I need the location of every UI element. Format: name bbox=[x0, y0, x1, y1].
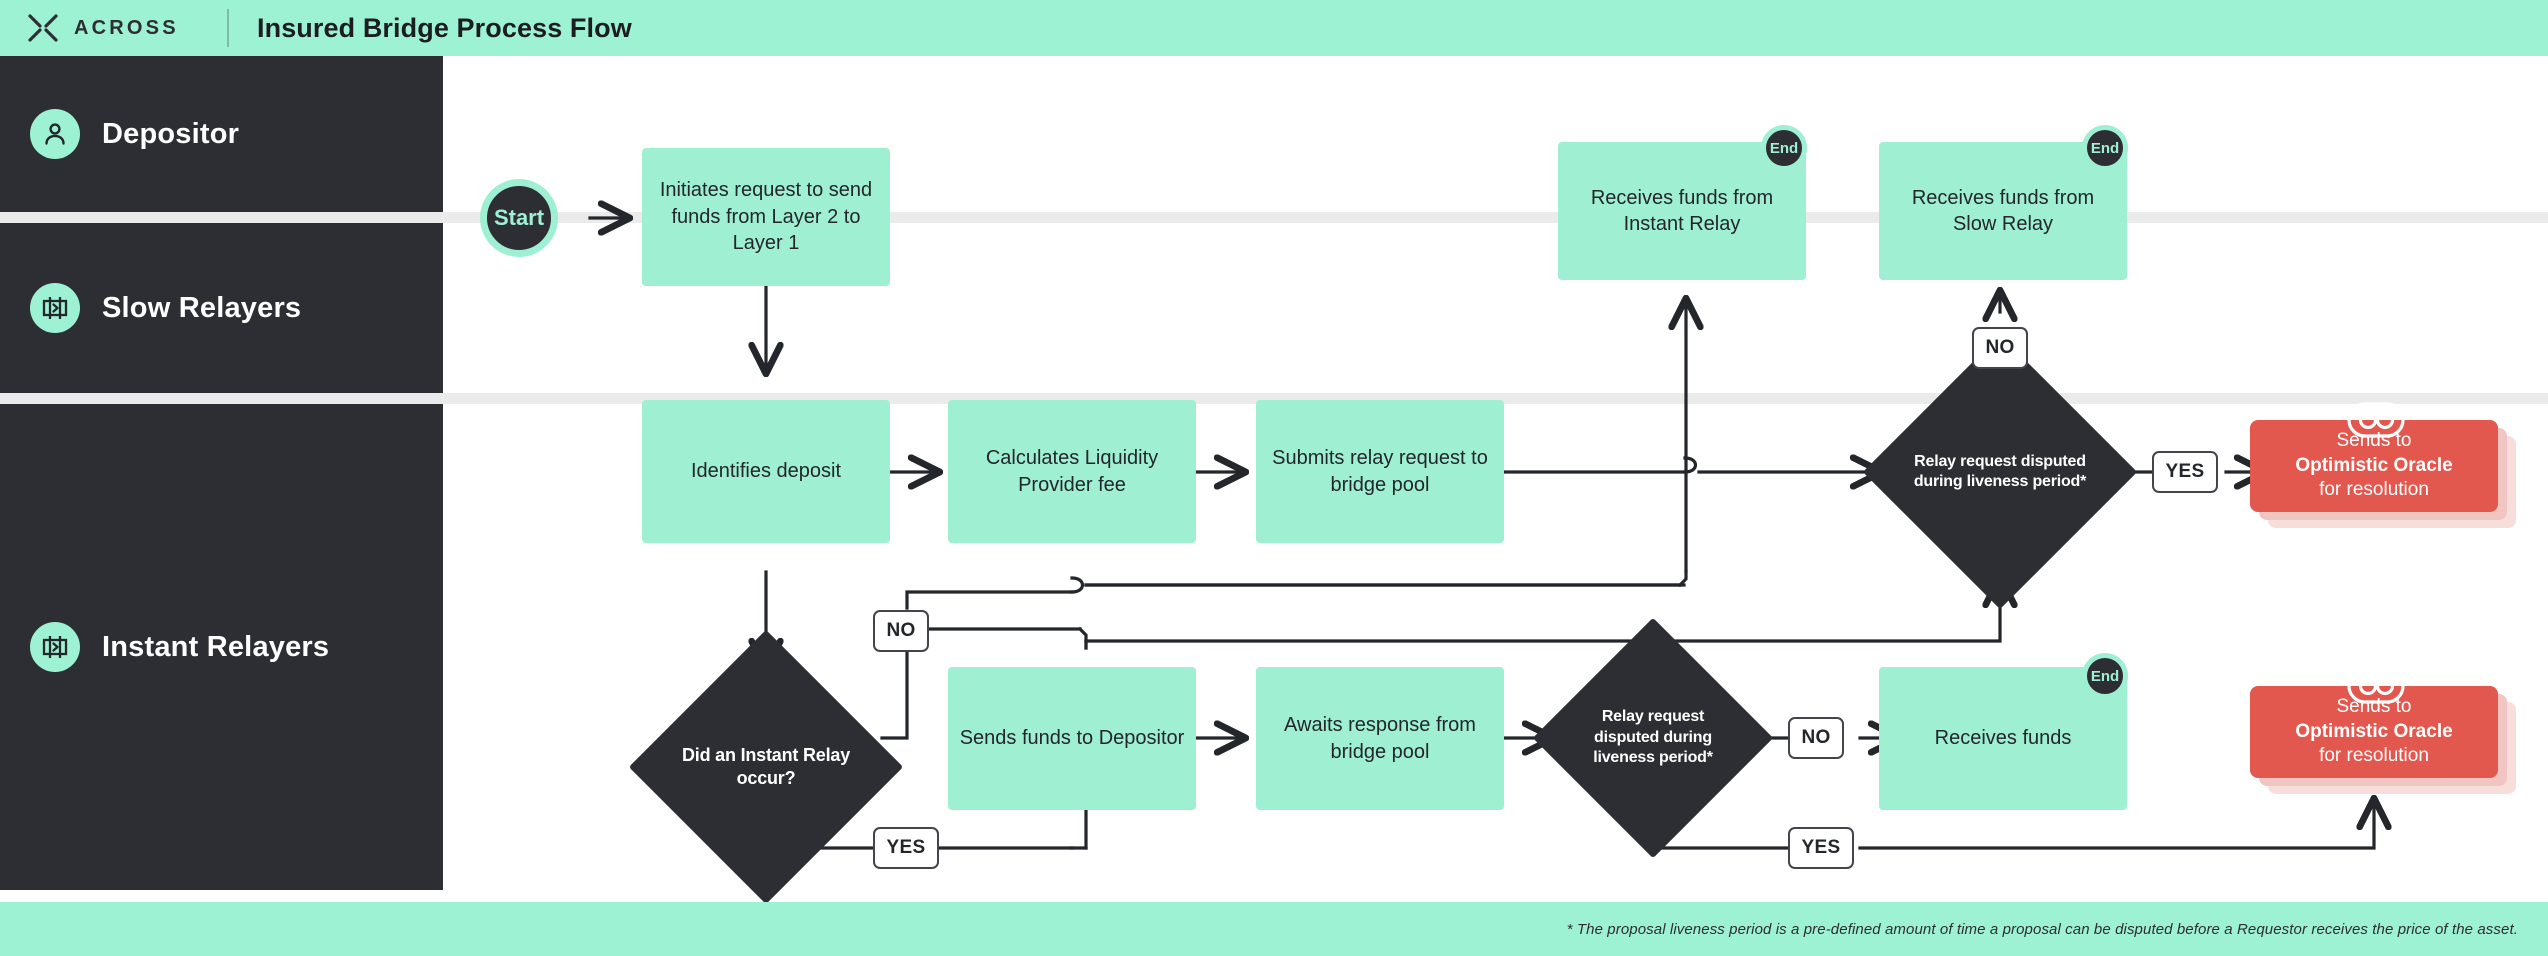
node-slow-dispute-decision[interactable]: Relay request disputed during liveness p… bbox=[1862, 334, 2138, 610]
node-instant-relay-decision[interactable]: Did an Instant Relay occur? bbox=[628, 629, 904, 905]
node-slow-optimistic-oracle[interactable]: Sends to Optimistic Oracle for resolutio… bbox=[2250, 402, 2530, 540]
edge-label-yes-instant-dispute[interactable]: YES bbox=[1788, 827, 1854, 869]
relayer-icon bbox=[30, 622, 80, 672]
node-instant-awaits[interactable]: Awaits response from bridge pool bbox=[1256, 667, 1504, 810]
node-label: Sends funds to Depositor bbox=[959, 727, 1185, 750]
node-label: Receives funds from Instant Relay bbox=[1590, 186, 1774, 235]
edge-label: NO bbox=[1801, 727, 1831, 748]
user-circle-icon bbox=[30, 109, 80, 159]
uma-oracle-icon bbox=[2347, 668, 2405, 704]
node-instant-optimistic-oracle[interactable]: Sends to Optimistic Oracle for resolutio… bbox=[2250, 668, 2530, 806]
page-footer: * The proposal liveness period is a pre-… bbox=[0, 902, 2548, 956]
sidebar-item-instant-relayers[interactable]: Instant Relayers bbox=[0, 404, 443, 890]
node-slow-submits[interactable]: Submits relay request to bridge pool bbox=[1256, 400, 1504, 543]
lane-label-instant-relayers: Instant Relayers bbox=[102, 630, 330, 663]
edge-label: NO bbox=[1985, 337, 2015, 358]
node-label: Receives funds from Slow Relay bbox=[1911, 186, 2095, 235]
oracle-line-3: for resolution bbox=[2319, 745, 2429, 767]
node-label: Relay request disputed during liveness p… bbox=[1913, 452, 2087, 490]
lane-label-slow-relayers: Slow Relayers bbox=[102, 291, 302, 324]
card-front: Sends to Optimistic Oracle for resolutio… bbox=[2250, 420, 2498, 512]
header-divider bbox=[227, 9, 229, 47]
edge-label: YES bbox=[1801, 837, 1841, 858]
node-instant-dispute-decision[interactable]: Relay request disputed during liveness p… bbox=[1532, 617, 1774, 859]
edge-label-yes-instant-occurred[interactable]: YES bbox=[873, 827, 939, 869]
node-slow-calculates[interactable]: Calculates Liquidity Provider fee bbox=[948, 400, 1196, 543]
end-label: End bbox=[1769, 139, 1799, 157]
uma-oracle-icon bbox=[2347, 402, 2405, 438]
node-label: Submits relay request to bridge pool bbox=[1272, 447, 1488, 496]
edge-label: YES bbox=[2165, 461, 2205, 482]
node-label: Receives funds bbox=[1934, 727, 2072, 750]
oracle-line-2: Optimistic Oracle bbox=[2295, 454, 2453, 476]
end-badge-instant[interactable]: End bbox=[1761, 125, 1807, 171]
brand-name: ACROSS bbox=[74, 16, 179, 39]
node-label: Initiates request to send funds from Lay… bbox=[659, 179, 873, 255]
node-label: Did an Instant Relay occur? bbox=[681, 744, 851, 788]
node-depositor-receive-instant[interactable]: Receives funds from Instant Relay bbox=[1558, 142, 1806, 280]
lane-divider-1 bbox=[0, 212, 2548, 223]
page-title: Insured Bridge Process Flow bbox=[257, 12, 632, 43]
oracle-line-3: for resolution bbox=[2319, 479, 2429, 501]
node-instant-receives-funds[interactable]: Receives funds bbox=[1879, 667, 2127, 810]
edge-label: NO bbox=[886, 620, 916, 641]
node-label: Relay request disputed during liveness p… bbox=[1593, 708, 1713, 767]
brand-logo[interactable]: ACROSS bbox=[0, 11, 225, 45]
end-label: End bbox=[2090, 667, 2120, 685]
lane-label-depositor: Depositor bbox=[102, 117, 240, 150]
sidebar-item-depositor[interactable]: Depositor bbox=[0, 56, 443, 212]
start-terminator[interactable]: Start bbox=[480, 179, 558, 257]
end-badge-slow[interactable]: End bbox=[2082, 125, 2128, 171]
node-label: Identifies deposit bbox=[690, 460, 842, 483]
node-depositor-initiate[interactable]: Initiates request to send funds from Lay… bbox=[642, 148, 890, 286]
start-label: Start bbox=[493, 205, 545, 230]
edge-label: YES bbox=[886, 837, 926, 858]
relayer-icon bbox=[30, 283, 80, 333]
oracle-line-2: Optimistic Oracle bbox=[2295, 720, 2453, 742]
edge-label-yes-slow[interactable]: YES bbox=[2152, 451, 2218, 493]
footnote-text: * The proposal liveness period is a pre-… bbox=[1566, 920, 2518, 938]
page-header: ACROSS Insured Bridge Process Flow bbox=[0, 0, 2548, 56]
lane-divider-2 bbox=[0, 393, 2548, 404]
across-x-icon bbox=[28, 14, 58, 42]
end-label: End bbox=[2090, 139, 2120, 157]
node-depositor-receive-slow[interactable]: Receives funds from Slow Relay bbox=[1879, 142, 2127, 280]
edge-label-no-instant-dispute[interactable]: NO bbox=[1788, 717, 1844, 759]
node-instant-sends-funds[interactable]: Sends funds to Depositor bbox=[948, 667, 1196, 810]
node-slow-identifies[interactable]: Identifies deposit bbox=[642, 400, 890, 543]
edge-label-no-instant-occurred[interactable]: NO bbox=[873, 610, 929, 652]
edge-label-no-slow[interactable]: NO bbox=[1972, 327, 2028, 369]
sidebar-item-slow-relayers[interactable]: Slow Relayers bbox=[0, 223, 443, 393]
node-label: Awaits response from bridge pool bbox=[1284, 714, 1476, 763]
node-label: Calculates Liquidity Provider fee bbox=[985, 447, 1159, 496]
end-badge-instant-receives[interactable]: End bbox=[2082, 653, 2128, 699]
